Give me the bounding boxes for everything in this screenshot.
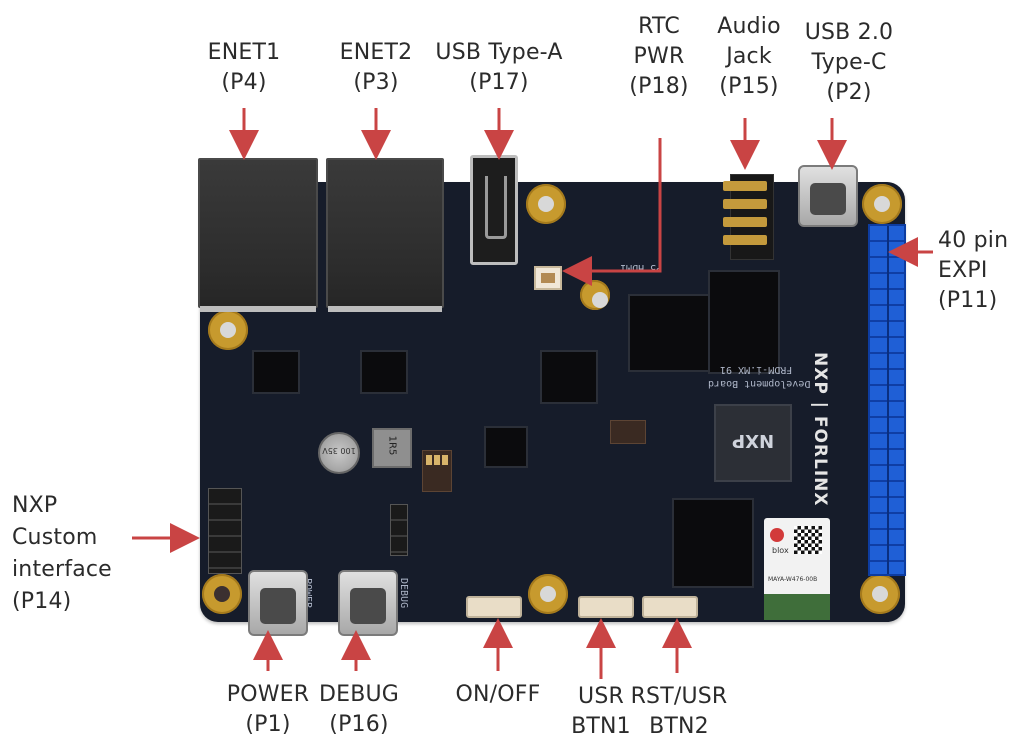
ic-phy-2 — [360, 350, 408, 394]
ic-emmc — [672, 498, 754, 588]
label-enet2-line1: ENET2 — [339, 40, 413, 65]
label-expi-line3: (P11) — [938, 288, 998, 313]
label-debug-line1: DEBUG — [318, 682, 400, 707]
power-usb-c-port-p1[interactable] — [248, 570, 308, 636]
label-usb-c-line1: USB 2.0 — [804, 20, 894, 45]
label-expi: 40 pin EXPI (P11) — [938, 226, 1032, 316]
mounting-hole-top-left — [208, 310, 248, 350]
label-audio-jack: Audio Jack (P15) — [704, 12, 794, 102]
inductor-1r5: 1R5 — [372, 428, 412, 468]
ublox-logo — [770, 528, 784, 542]
arrow-rtc-pwr — [562, 138, 662, 286]
label-nxp-custom: NXP Custom interface (P14) — [12, 490, 142, 618]
label-rtc-line1: RTC — [638, 14, 680, 39]
label-usb-a-line2: (P17) — [469, 70, 529, 95]
label-power-line2: (P1) — [245, 712, 291, 737]
label-expi-line2: EXPI — [938, 258, 988, 283]
label-rst-line1: RST/USR — [630, 684, 728, 709]
module-brand: blox — [772, 546, 789, 555]
enet1-port-p4[interactable] — [198, 158, 318, 312]
ic-phy-1 — [252, 350, 300, 394]
label-rtc-line3: (P18) — [629, 74, 689, 99]
mounting-hole-top-right — [862, 184, 902, 224]
label-expi-line1: 40 pin — [938, 228, 1009, 253]
label-enet1-line2: (P4) — [221, 70, 267, 95]
label-usr-btn1-line1: USR — [578, 684, 624, 709]
label-custom-line4: (P14) — [12, 589, 72, 614]
label-enet1: ENET1 (P4) — [194, 38, 294, 98]
rtc-connector-p18[interactable] — [534, 266, 562, 290]
label-usb-c-line2: Type-C — [811, 50, 887, 75]
ic-audio — [484, 426, 528, 468]
label-audio-line1: Audio — [717, 14, 781, 39]
label-usr-btn1: USR BTN1 — [566, 682, 636, 742]
label-audio-line2: Jack — [726, 44, 772, 69]
label-custom-line1: NXP — [12, 493, 58, 518]
mounting-hole-bottom-left — [202, 574, 242, 614]
label-rst-usr-btn2: RST/USR BTN2 — [626, 682, 732, 742]
label-audio-line3: (P15) — [719, 74, 779, 99]
label-usb-type-a: USB Type-A (P17) — [434, 38, 564, 98]
usr-btn1-button[interactable] — [578, 596, 634, 618]
enet2-port-p3[interactable] — [326, 158, 444, 312]
label-usb-type-c: USB 2.0 Type-C (P2) — [794, 18, 904, 108]
dip-switch-sw3[interactable] — [610, 420, 646, 444]
label-power: POWER (P1) — [220, 680, 316, 740]
rst-usr-btn2-button[interactable] — [642, 596, 698, 618]
ic-hdmi-bridge — [628, 294, 712, 372]
label-on-off-line1: ON/OFF — [455, 682, 541, 707]
audio-jack-p15[interactable] — [723, 174, 774, 260]
debug-usb-c-port-p16[interactable] — [338, 570, 398, 636]
label-custom-line2: Custom — [12, 525, 98, 550]
mounting-hole-bottom-right — [860, 574, 900, 614]
boot-dip-switch[interactable] — [422, 450, 452, 492]
usb-type-c-port-p2[interactable] — [798, 165, 858, 227]
label-debug-line2: (P16) — [329, 712, 389, 737]
nxp-custom-header-p14[interactable] — [208, 488, 242, 574]
label-power-line1: POWER — [226, 682, 310, 707]
label-usb-a-line1: USB Type-A — [435, 40, 563, 65]
label-rtc-pwr: RTC PWR (P18) — [614, 12, 704, 102]
mounting-hole-top-mid — [526, 184, 566, 224]
mounting-hole-bottom-mid — [528, 574, 568, 614]
label-enet1-line1: ENET1 — [207, 40, 281, 65]
label-enet2-line2: (P3) — [353, 70, 399, 95]
label-usb-c-line3: (P2) — [826, 80, 872, 105]
pin-header-p8 — [390, 504, 408, 556]
ic-memory — [708, 270, 780, 374]
expi-header-p11[interactable] — [868, 224, 906, 576]
on-off-button[interactable] — [466, 596, 522, 618]
label-debug: DEBUG (P16) — [316, 680, 402, 740]
module-qr-code — [794, 526, 822, 554]
pcb-board: NXP NXP | FORLINX FRDM-i.MX 91 Developme… — [200, 174, 906, 622]
soc-imx91: NXP — [714, 404, 792, 482]
board-brand: NXP | FORLINX — [810, 352, 830, 507]
module-part: MAYA-W476-00B — [768, 576, 818, 583]
label-on-off: ON/OFF — [446, 680, 550, 710]
electrolytic-capacitor: 100 35V — [318, 432, 360, 474]
module-antenna — [764, 594, 830, 620]
label-rst-line2: BTN2 — [649, 714, 709, 739]
label-enet2: ENET2 (P3) — [326, 38, 426, 98]
label-rtc-line2: PWR — [633, 44, 685, 69]
ic-usb-hub — [540, 350, 598, 404]
label-custom-line3: interface — [12, 557, 112, 582]
label-usr-btn1-line2: BTN1 — [571, 714, 631, 739]
wifi-module: blox MAYA-W476-00B — [764, 518, 830, 620]
debug-silk: DEBUG — [398, 578, 409, 609]
